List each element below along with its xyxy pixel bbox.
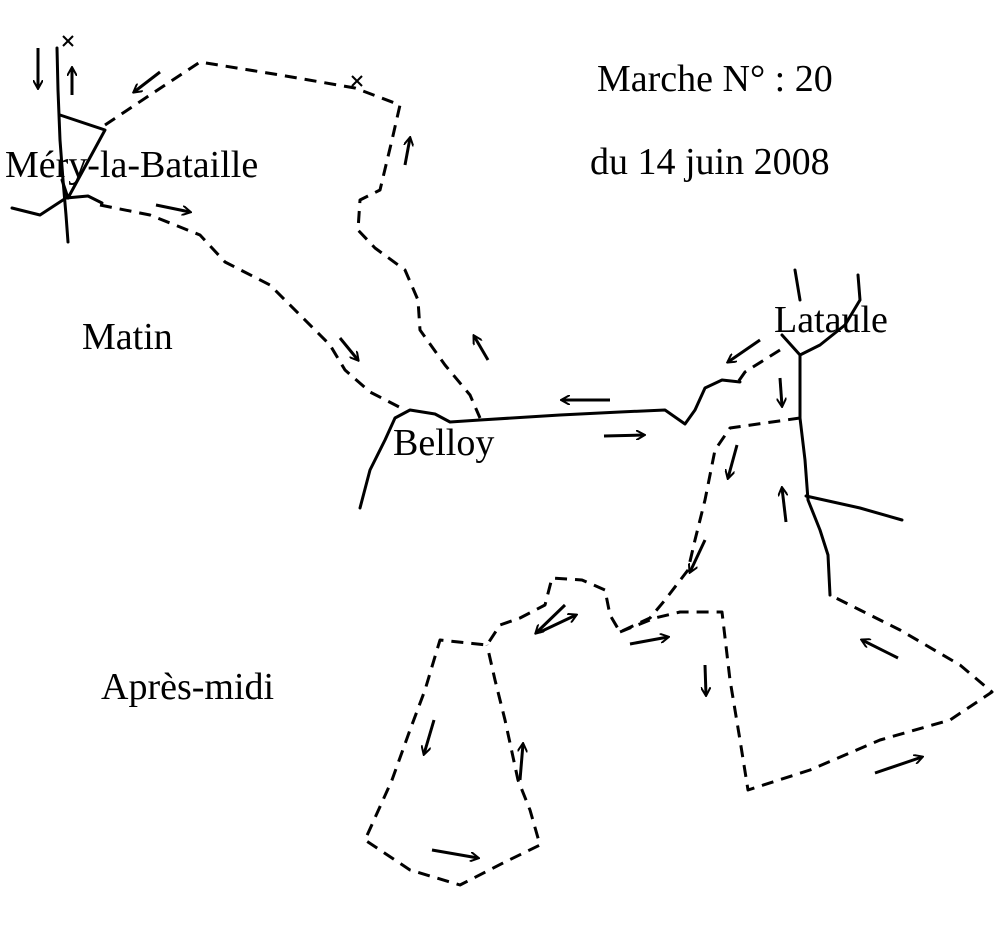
road-lataule-north — [780, 273, 862, 357]
road-lataule-spur — [793, 268, 802, 302]
walk-date: du 14 juin 2008 — [590, 141, 830, 183]
route-afternoon-lataule — [736, 348, 781, 383]
cross-marker — [351, 75, 363, 87]
road-mery-west — [10, 194, 104, 217]
road-belloy — [358, 378, 742, 510]
place-lataule: Lataule — [774, 299, 888, 341]
route-morning-south — [99, 203, 406, 412]
direction-arrows — [38, 48, 922, 858]
road-lataule-south — [798, 353, 832, 597]
road-mery-triangle — [58, 113, 107, 200]
route-afternoon-east — [619, 593, 994, 792]
walk-title: Marche N° : 20 — [597, 58, 833, 100]
section-afternoon: Après-midi — [101, 666, 275, 708]
road-lataule-east — [804, 494, 904, 522]
route-afternoon-main — [363, 416, 801, 887]
place-mery-la-bataille: Méry-la-Bataille — [5, 144, 259, 186]
place-belloy: Belloy — [393, 422, 495, 464]
road-mery-vertical — [55, 46, 70, 244]
section-morning: Matin — [82, 316, 173, 358]
route-morning-north — [104, 60, 482, 419]
cross-marker — [62, 35, 74, 47]
